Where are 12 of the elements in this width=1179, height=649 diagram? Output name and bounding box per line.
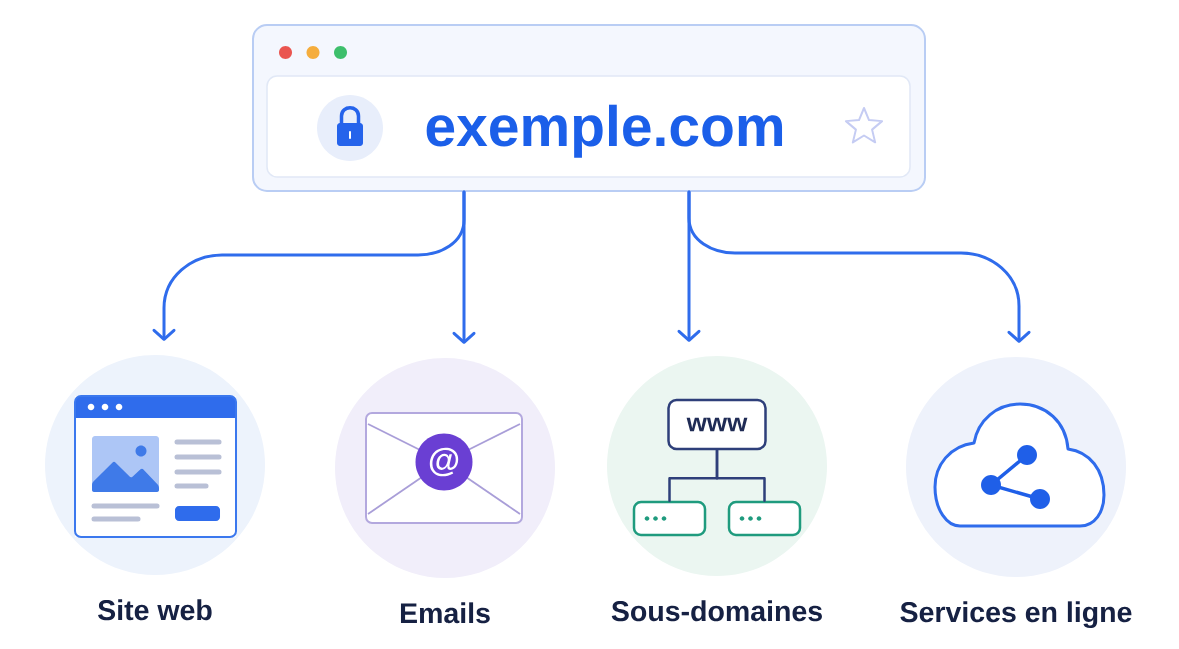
category-label: Sous-domaines <box>611 600 822 622</box>
www-box: www <box>667 398 767 451</box>
subdomain-box <box>727 500 802 537</box>
arrow <box>687 190 1031 343</box>
category-label: Services en ligne <box>900 601 1132 629</box>
arrow <box>452 190 476 344</box>
at-sign-badge: @ <box>415 433 473 491</box>
address-bar: exemple.com <box>266 75 911 178</box>
connector-line <box>715 449 766 502</box>
category-label: Site web <box>98 599 212 621</box>
category-label: Emails <box>400 602 490 624</box>
subdomain-box <box>632 500 707 537</box>
